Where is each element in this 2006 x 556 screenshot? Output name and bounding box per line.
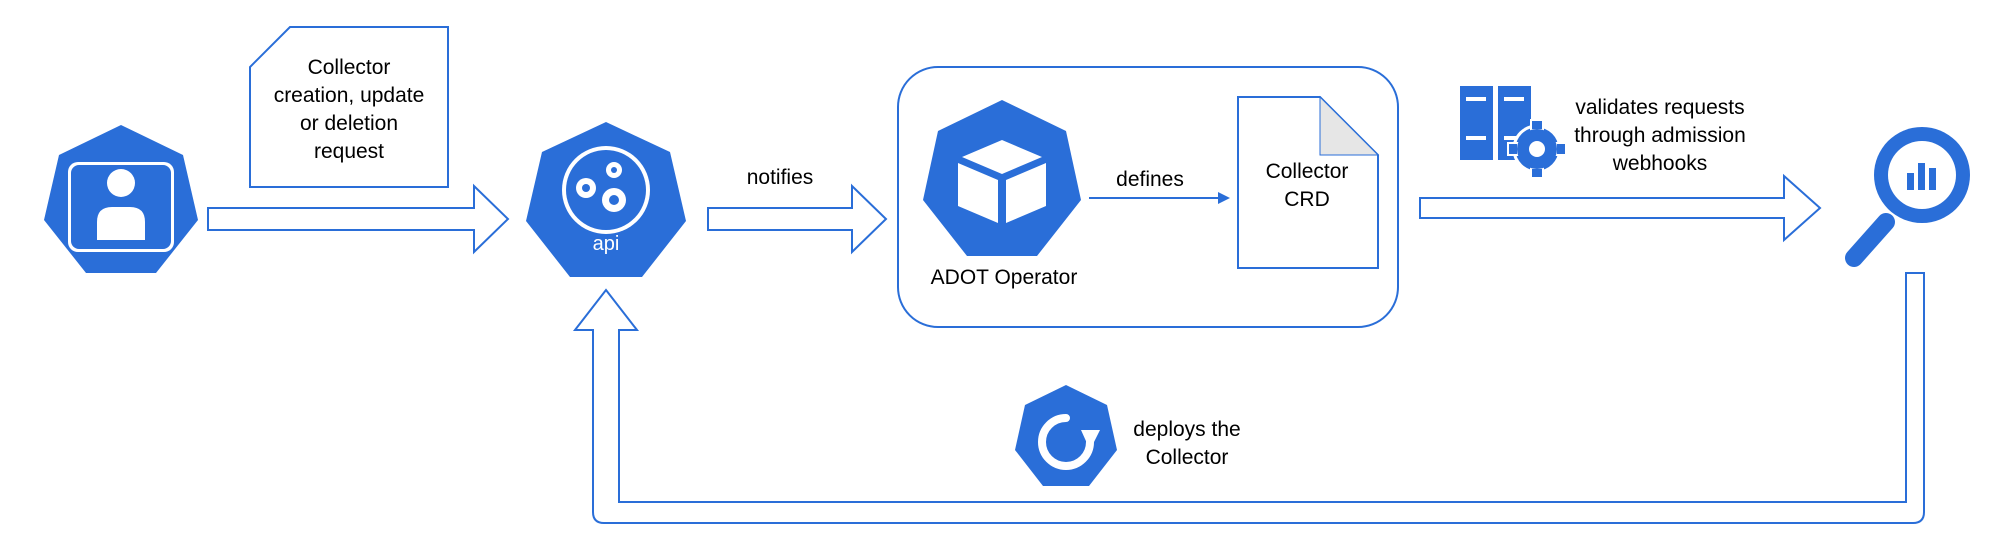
deploy-line-1: deploys the [1133, 418, 1240, 441]
webhooks-line-1: validates requests [1575, 96, 1744, 119]
arrow-return-to-api [572, 272, 1925, 524]
crd-document: Collector CRD [1237, 95, 1380, 269]
refresh-hexagon-icon [1015, 385, 1117, 486]
crd-line-2: CRD [1284, 188, 1330, 211]
arrow-operator-to-collector [1419, 173, 1822, 243]
arrow-defines-head [1218, 192, 1230, 204]
webhooks-line-2: through admission [1574, 124, 1746, 147]
magnifier-chart-icon [1845, 127, 1970, 267]
request-note-line-2: creation, update [274, 84, 425, 107]
deploy-line-2: Collector [1146, 446, 1229, 469]
defines-label: defines [1116, 168, 1184, 191]
arrow-user-to-api [207, 183, 510, 255]
api-label: api [593, 233, 620, 255]
crd-line-1: Collector [1266, 160, 1349, 183]
servers-gear-icon [1460, 86, 1567, 179]
kubernetes-api-hexagon-icon: api [526, 122, 686, 277]
operator-label: ADOT Operator [931, 266, 1078, 289]
arrow-api-to-operator [707, 183, 888, 255]
webhooks-line-3: webhooks [1612, 152, 1708, 175]
cube-hexagon-icon [923, 100, 1081, 256]
request-note: Collector creation, update or deletion r… [249, 26, 449, 188]
request-note-line-4: request [314, 140, 384, 163]
request-note-line-3: or deletion [300, 112, 398, 135]
notifies-label: notifies [747, 166, 814, 189]
request-note-line-1: Collector [308, 56, 391, 79]
user-hexagon-icon [44, 125, 198, 273]
